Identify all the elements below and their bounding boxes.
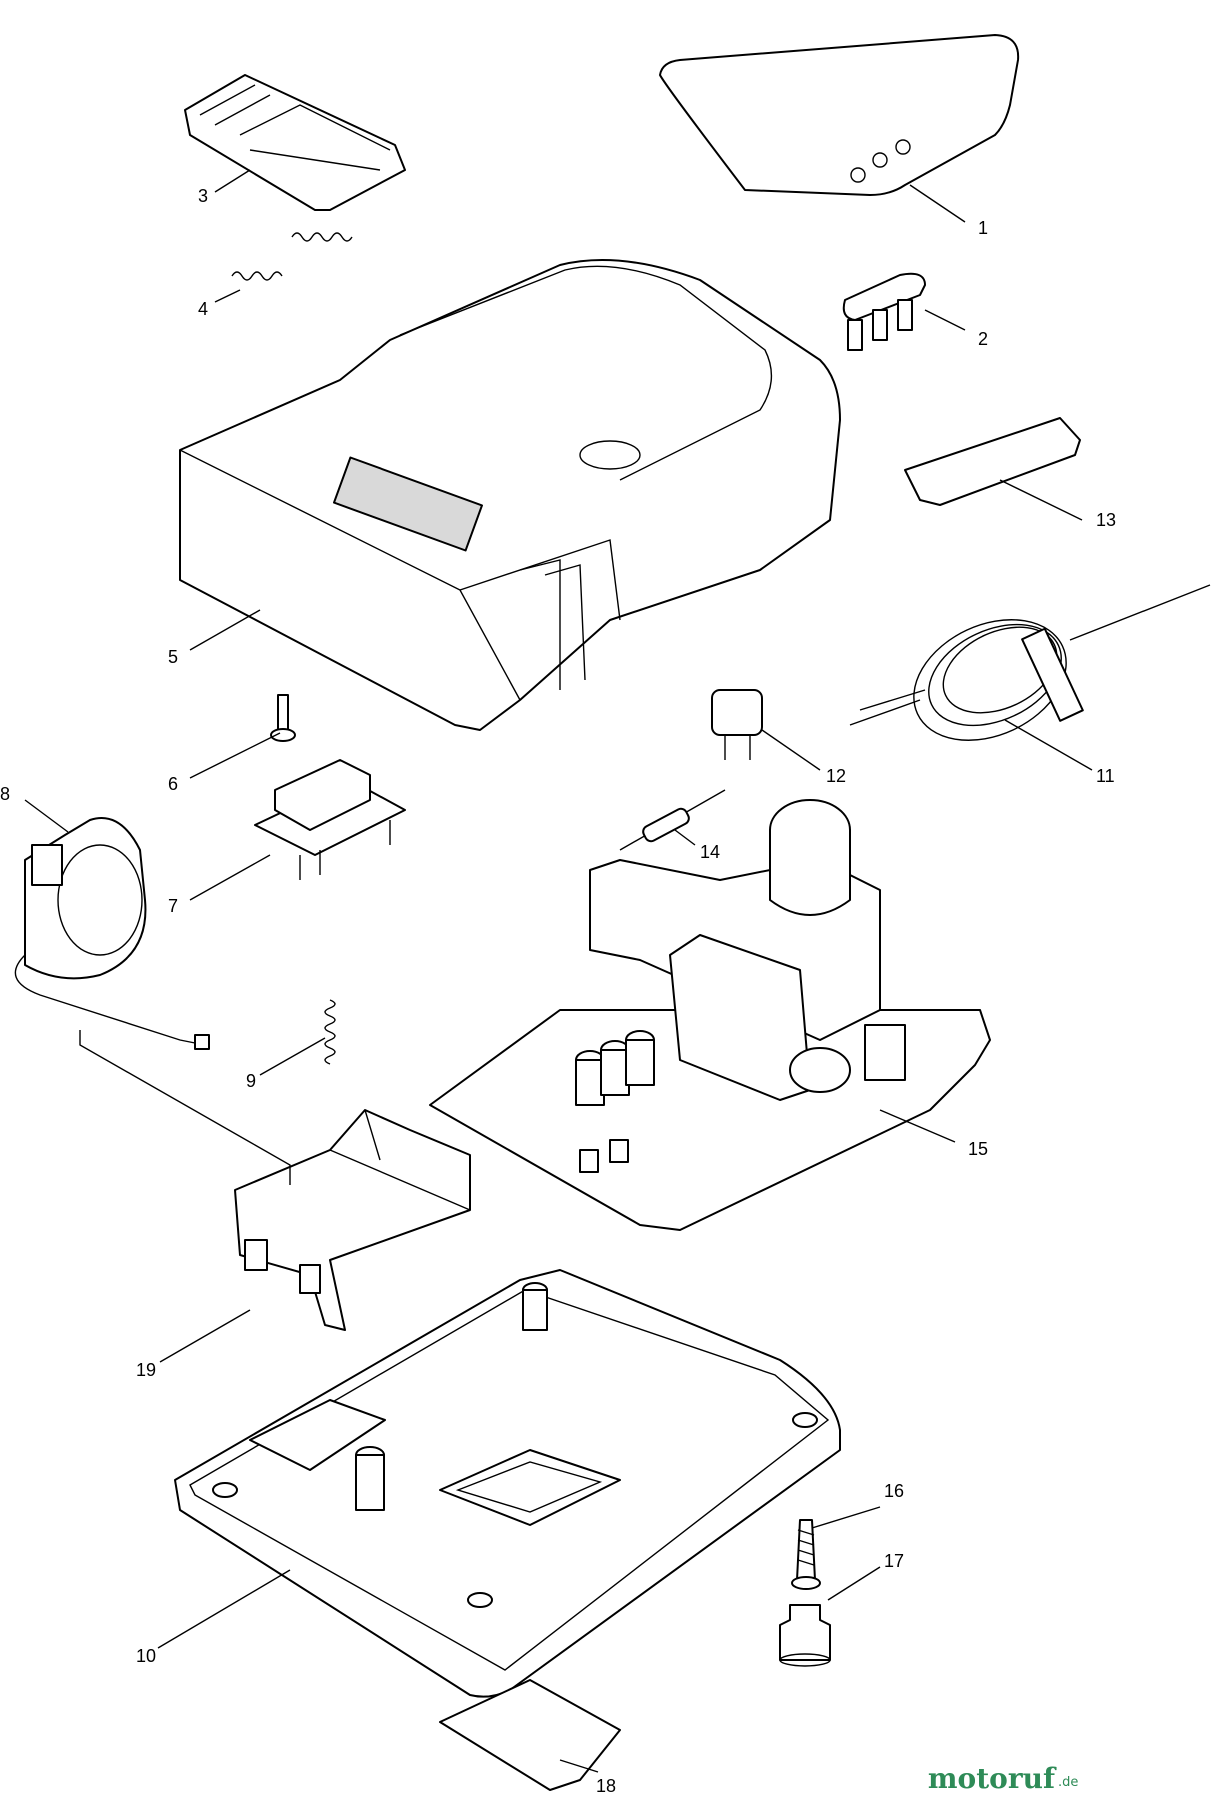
part-10-base xyxy=(174,1269,841,1698)
callout-19: 19 xyxy=(136,1360,156,1380)
part-7-switch-board xyxy=(254,759,406,880)
part-6-screw xyxy=(270,694,296,742)
watermark-logo: motoruf .de xyxy=(928,1762,1078,1795)
part-8-fan xyxy=(14,817,210,1050)
callout-9: 9 xyxy=(246,1071,256,1091)
part-14-fuse xyxy=(619,789,726,851)
callout-6: 6 xyxy=(168,774,178,794)
watermark-suffix: .de xyxy=(1058,1775,1078,1790)
callout-12: 12 xyxy=(826,766,846,786)
part-17-foot xyxy=(779,1604,831,1667)
part-15-pcb xyxy=(429,799,991,1231)
callout-17: 17 xyxy=(884,1551,904,1571)
callout-16: 16 xyxy=(884,1481,904,1501)
callout-15: 15 xyxy=(968,1139,988,1159)
part-2-light-pipe xyxy=(842,272,926,351)
part-9-spring xyxy=(324,999,336,1065)
callout-18: 18 xyxy=(596,1776,616,1796)
part-16-screw xyxy=(791,1519,821,1590)
callout-11: 11 xyxy=(1096,766,1115,786)
callout-13: 13 xyxy=(1096,510,1116,530)
part-11-power-cord xyxy=(849,584,1211,741)
part-18-label xyxy=(439,1679,621,1791)
part-19-bracket xyxy=(234,1109,471,1331)
callout-5: 5 xyxy=(168,647,178,667)
callout-7: 7 xyxy=(168,896,178,916)
part-12-fuse-holder xyxy=(711,689,763,760)
callout-4: 4 xyxy=(198,299,208,319)
part-1-label-plate xyxy=(659,34,1020,196)
part-3-cover xyxy=(184,74,406,211)
callout-14: 14 xyxy=(700,842,720,862)
watermark-text: motoruf xyxy=(928,1762,1057,1795)
part-5-housing-top xyxy=(179,259,841,731)
callout-1: 1 xyxy=(978,218,988,238)
callout-10: 10 xyxy=(136,1646,156,1666)
callout-labels: 1 2 3 4 5 6 7 8 9 10 11 12 13 14 15 16 1… xyxy=(0,186,1116,1796)
callout-8: 8 xyxy=(0,784,10,804)
leader-lines xyxy=(24,169,1093,1773)
callout-2: 2 xyxy=(978,329,988,349)
part-4-springs xyxy=(231,232,353,281)
callout-3: 3 xyxy=(198,186,208,206)
part-13-sticker xyxy=(904,417,1081,506)
